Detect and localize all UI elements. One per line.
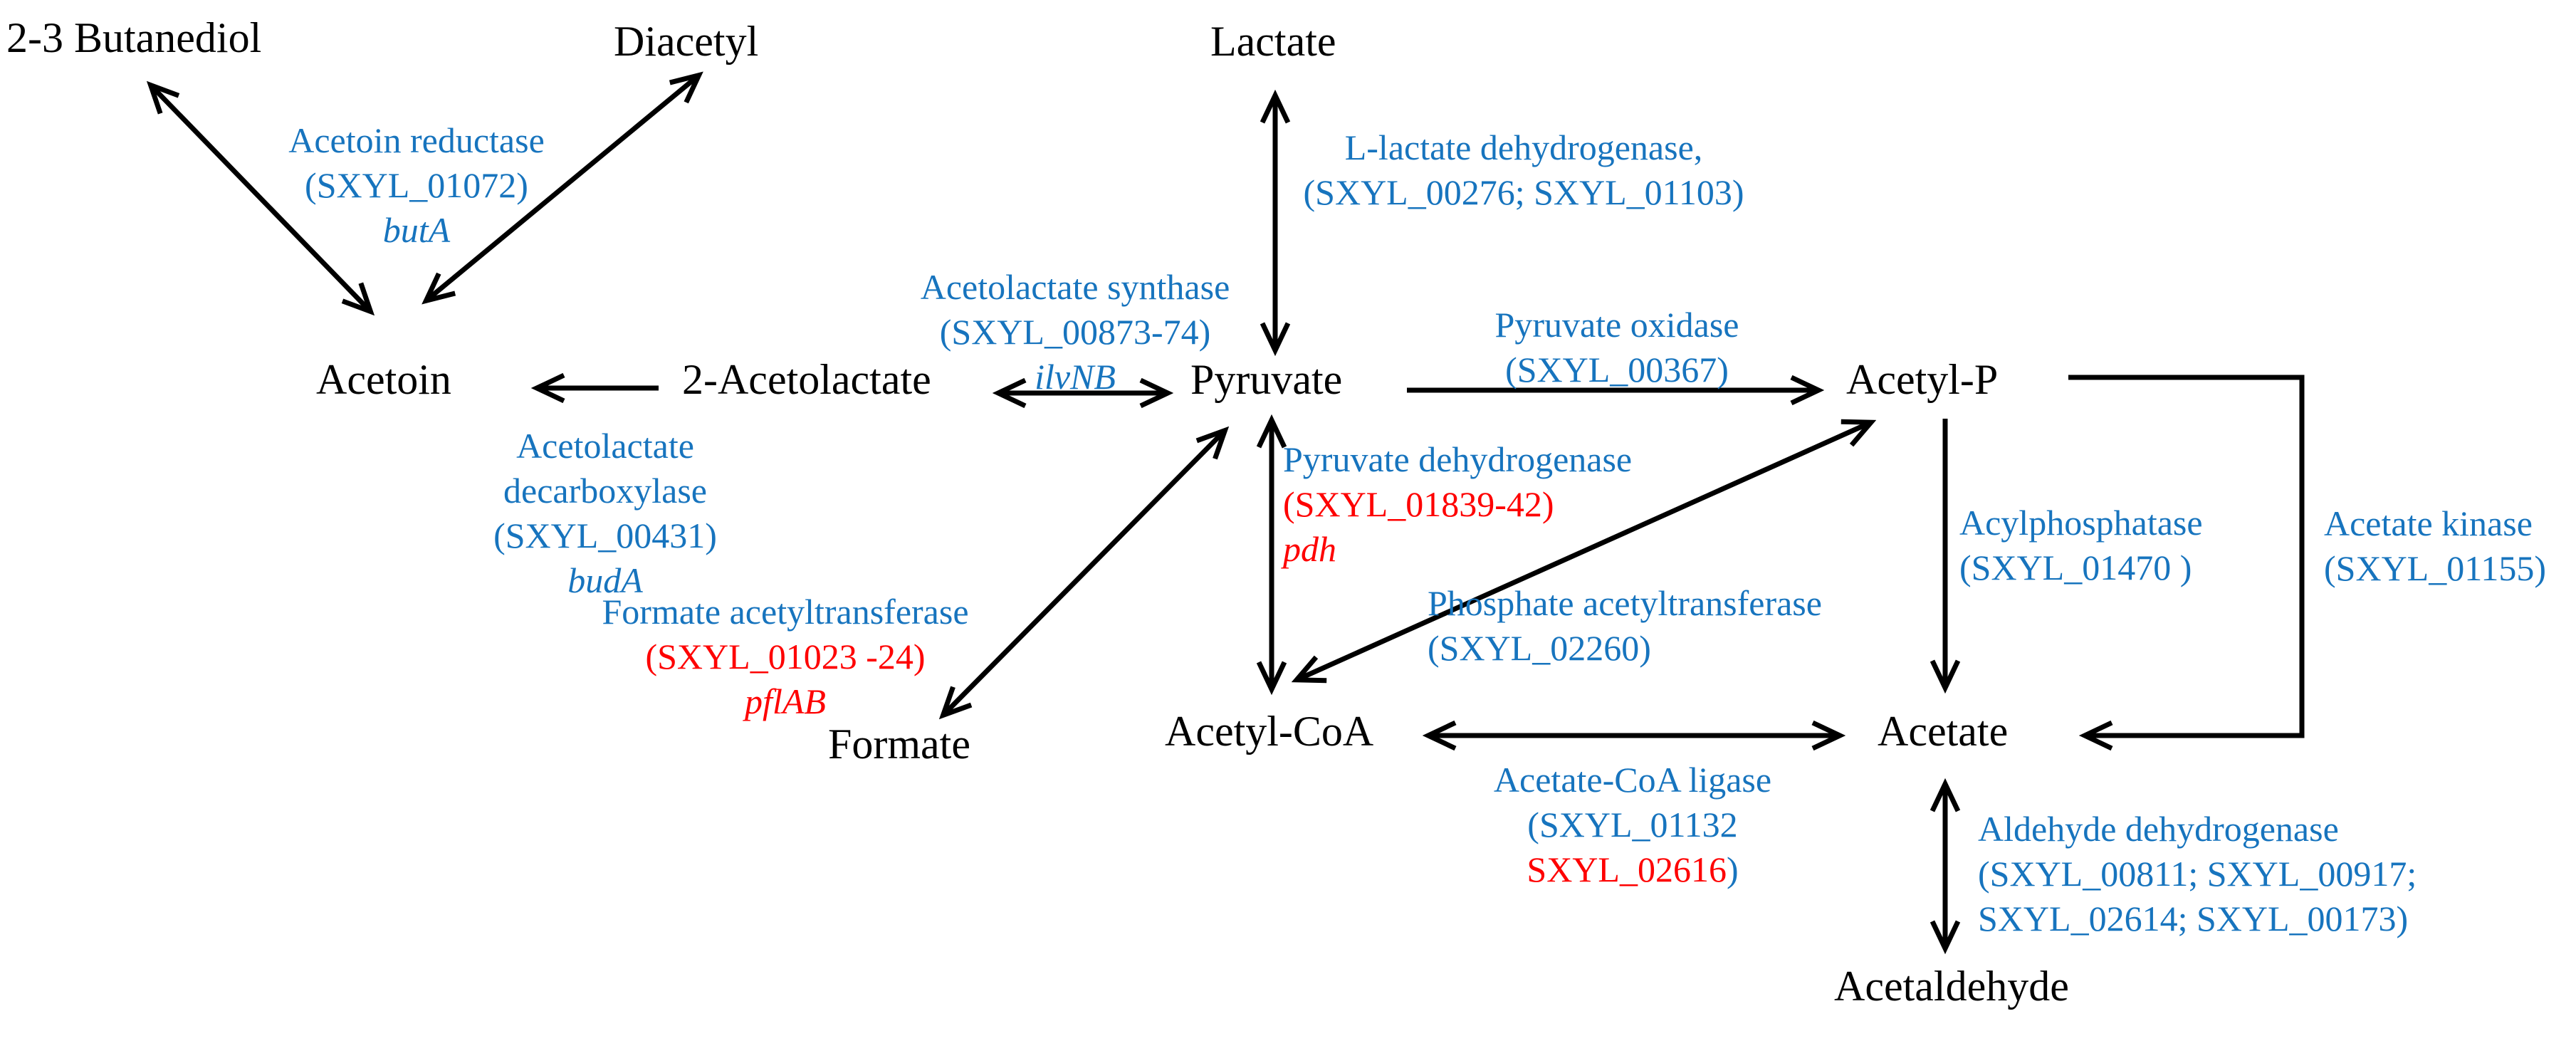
- arrow-acetylp-elbow-acetate: [2068, 375, 2305, 736]
- metabolite-lactate: Lactate: [1210, 18, 1336, 65]
- enzyme-label-formate-acetyltransferase: Formate acetyltransferase (SXYL_01023 -2…: [602, 590, 968, 724]
- enzyme-label-acetolactate-decarboxylase: Acetolactate decarboxylase (SXYL_00431) …: [493, 424, 717, 603]
- enzyme-label-acylphosphatase: Acylphosphatase (SXYL_01470 ): [1959, 501, 2203, 590]
- enzyme-name: Phosphate acetyltransferase: [1428, 583, 1822, 623]
- enzyme-label-phosphate-acetyltransferase: Phosphate acetyltransferase (SXYL_02260): [1428, 581, 1822, 671]
- locus-tag: (SXYL_01839-42): [1283, 484, 1554, 524]
- enzyme-label-acetolactate-synthase: Acetolactate synthase (SXYL_00873-74) il…: [921, 265, 1230, 399]
- metabolite-acetyl-p: Acetyl-P: [1846, 356, 1999, 403]
- enzyme-name: Pyruvate oxidase: [1494, 305, 1739, 345]
- arrow-pyruvate-formate: [944, 431, 1224, 714]
- enzyme-name: Acylphosphatase: [1959, 503, 2203, 543]
- arrow-acetoin-diacetyl: [427, 76, 698, 300]
- enzyme-name: Acetoin reductase: [288, 120, 545, 160]
- enzyme-label-acetate-coa-ligase: Acetate-CoA ligase (SXYL_01132 SXYL_0261…: [1494, 758, 1771, 892]
- gene-name: pflAB: [745, 681, 826, 721]
- enzyme-name: Acetolactate synthase: [920, 267, 1230, 307]
- locus-tag: (SXYL_01470 ): [1959, 548, 2192, 587]
- locus-tag: (SXYL_01132: [1527, 805, 1738, 844]
- enzyme-name: Pyruvate dehydrogenase: [1283, 439, 1633, 479]
- locus-tag: (SXYL_00873-74): [939, 312, 1211, 352]
- gene-name: butA: [382, 210, 451, 250]
- locus-tag: (SXYL_01155): [2324, 548, 2547, 588]
- metabolite-acetoin: Acetoin: [316, 356, 451, 403]
- metabolite-formate: Formate: [828, 721, 970, 768]
- enzyme-name: Aldehyde dehydrogenase: [1978, 809, 2339, 849]
- locus-tag: (SXYL_00276; SXYL_01103): [1303, 172, 1744, 212]
- metabolite-acetaldehyde: Acetaldehyde: [1834, 963, 2069, 1010]
- enzyme-label-pyruvate-oxidase: Pyruvate oxidase (SXYL_00367): [1495, 303, 1739, 392]
- metabolite-butanediol: 2-3 Butanediol: [6, 14, 262, 61]
- enzyme-name: Acetate-CoA ligase: [1493, 760, 1772, 800]
- locus-tag-red: SXYL_02616: [1527, 849, 1727, 889]
- enzyme-label-acetate-kinase: Acetate kinase (SXYL_01155): [2324, 501, 2546, 591]
- metabolite-diacetyl: Diacetyl: [614, 18, 759, 65]
- enzyme-label-lactate-dehydrogenase: L-lactate dehydrogenase, (SXYL_00276; SX…: [1304, 125, 1744, 215]
- gene-name: pdh: [1283, 529, 1336, 569]
- gene-name: ilvNB: [1035, 357, 1116, 397]
- metabolite-acetolactate: 2-Acetolactate: [682, 356, 931, 403]
- enzyme-label-pyruvate-dehydrogenase: Pyruvate dehydrogenase (SXYL_01839-42) p…: [1283, 437, 1632, 572]
- locus-tag: SXYL_02614; SXYL_00173): [1978, 899, 2409, 938]
- arrow-acetylcoa-acetylp: [1298, 423, 1870, 679]
- enzyme-name: L-lactate dehydrogenase,: [1344, 127, 1703, 167]
- locus-tag: (SXYL_00431): [493, 516, 717, 555]
- enzyme-name: Formate acetyltransferase: [602, 592, 969, 632]
- metabolite-pyruvate: Pyruvate: [1190, 356, 1343, 403]
- locus-tag: (SXYL_02260): [1428, 628, 1651, 668]
- enzyme-name: Acetate kinase: [2324, 503, 2533, 543]
- arrow-acetoin-butanediol: [152, 86, 370, 310]
- metabolite-acetate: Acetate: [1878, 708, 2009, 755]
- locus-tag: SXYL_02616): [1494, 847, 1771, 892]
- metabolite-acetyl-coa: Acetyl-CoA: [1165, 708, 1374, 755]
- locus-tag: (SXYL_00367): [1505, 350, 1729, 389]
- gene-name: budA: [567, 560, 643, 600]
- enzyme-label-aldehyde-dehydrogenase: Aldehyde dehydrogenase (SXYL_00811; SXYL…: [1978, 807, 2417, 941]
- enzyme-name: Acetolactate: [516, 426, 694, 466]
- locus-tag: (SXYL_01023 -24): [645, 637, 926, 676]
- enzyme-name: decarboxylase: [503, 471, 707, 511]
- locus-tag-close: ): [1726, 849, 1739, 889]
- locus-tag: (SXYL_01072): [305, 165, 528, 205]
- locus-tag: (SXYL_00811; SXYL_00917;: [1978, 854, 2417, 894]
- enzyme-label-acetoin-reductase: Acetoin reductase (SXYL_01072) butA: [288, 118, 545, 253]
